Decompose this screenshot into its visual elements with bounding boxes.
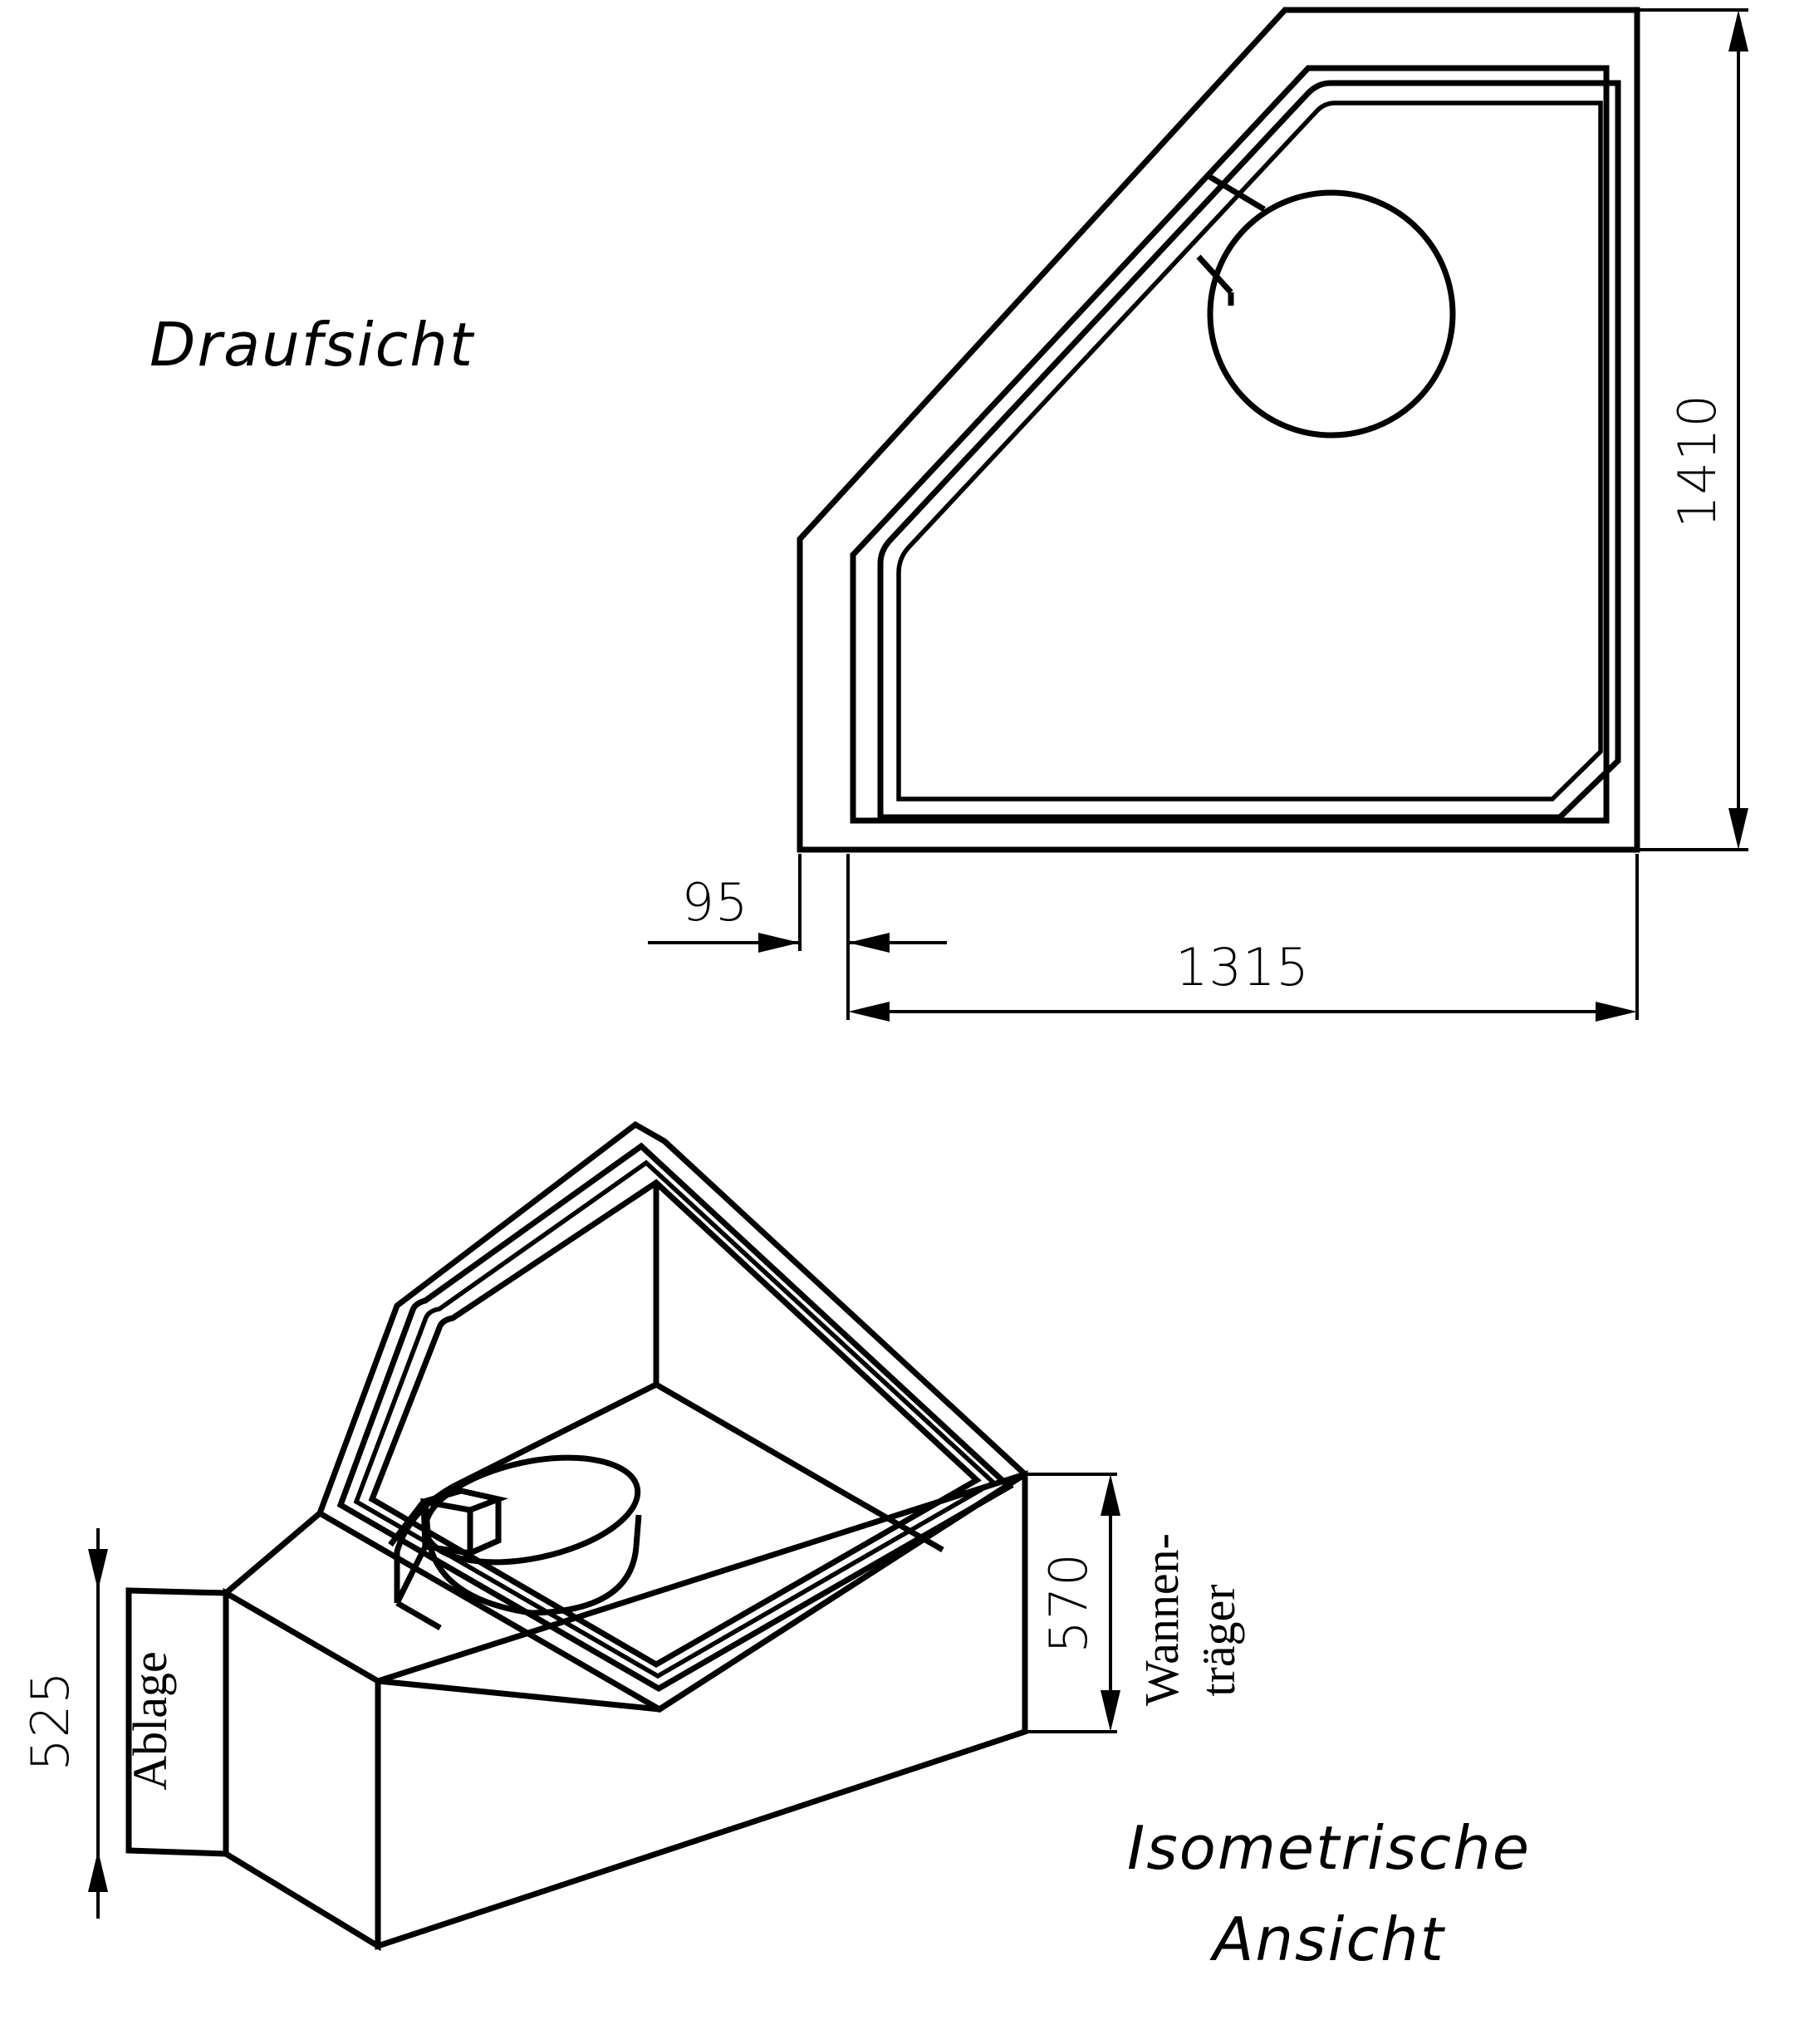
dim-570-arrow-top <box>1101 1474 1120 1516</box>
iso-apron-left-face <box>223 1587 381 1952</box>
top-basin-contour <box>877 80 1621 821</box>
iso-carrier-top-right <box>658 1472 1027 1712</box>
dim-1410-arrow-top <box>1728 10 1748 51</box>
top-seat-circle <box>1207 189 1456 439</box>
dim-525-label: 525 <box>20 1670 81 1771</box>
top-view-title: Draufsicht <box>150 310 475 380</box>
top-seat-connector-upper <box>1207 173 1266 213</box>
dim-95-arrow-right <box>848 933 890 953</box>
iso-seat-connector <box>388 1499 426 1547</box>
top-inner-rim-contour <box>850 65 1610 824</box>
dim-570-note-line1: Wannen- <box>1135 1533 1189 1706</box>
dim-1315-arrow-left <box>848 1002 890 1022</box>
dim-570-arrow-bottom <box>1101 1690 1120 1732</box>
dim-570-label: 570 <box>1038 1552 1099 1653</box>
iso-basin-floor-right <box>655 1381 849 1498</box>
iso-seat-block-top <box>423 1488 509 1513</box>
dim-525-group: 525 Ablage <box>20 1528 177 1919</box>
dim-95-group: 95 <box>648 854 947 953</box>
dim-1410-label: 1410 <box>1667 394 1728 528</box>
dim-1315-group: 1315 <box>846 854 1639 1022</box>
iso-seat-cylinder-wall-right <box>633 1514 642 1547</box>
dim-1410-group: 1410 <box>1637 8 1748 851</box>
iso-rim-inner-offset <box>353 1159 998 1679</box>
iso-seat-connector-2 <box>394 1545 429 1605</box>
dim-95-arrow-left <box>758 933 800 953</box>
top-outer-rim-contour <box>797 7 1640 853</box>
top-view-group: 1410 1315 95 Draufsicht <box>150 7 1748 1022</box>
iso-basin-seat-shelf-edge <box>395 1600 442 1631</box>
iso-view-title-line1: Isometrische <box>1127 1813 1531 1883</box>
dim-525-arrow-top <box>88 1549 108 1591</box>
iso-basin-floor-left <box>451 1381 658 1490</box>
iso-ablage-box <box>125 1587 229 1857</box>
iso-seat-block-right <box>468 1499 502 1556</box>
dim-570-group: 570 Wannen- träger <box>1025 1473 1245 1733</box>
dim-570-note-line2: träger <box>1191 1584 1245 1696</box>
dim-1315-arrow-right <box>1596 1002 1637 1022</box>
dim-525-arrow-bottom <box>88 1850 108 1892</box>
iso-carrier-top-mid <box>377 1678 660 1713</box>
dim-525-note-ablage: Ablage <box>123 1651 177 1791</box>
dim-95-label: 95 <box>682 872 749 933</box>
iso-seat-cylinder-bottom-arc <box>424 1532 640 1616</box>
iso-rim-apron-connector <box>223 1511 322 1595</box>
top-basin-inner-edge <box>896 100 1603 801</box>
iso-view-group: 525 Ablage 570 Wannen- träger Isometrisc… <box>20 1120 1531 1974</box>
dim-1315-label: 1315 <box>1175 937 1310 997</box>
iso-apron-right-face <box>375 1470 1028 1950</box>
dim-1410-arrow-bottom <box>1728 808 1748 850</box>
top-seat-connector-lower <box>1196 254 1233 295</box>
iso-basin-rim-edge <box>368 1179 982 1669</box>
iso-rim-outer-offset <box>336 1142 1014 1693</box>
iso-view-title-line2: Ansicht <box>1209 1904 1446 1974</box>
